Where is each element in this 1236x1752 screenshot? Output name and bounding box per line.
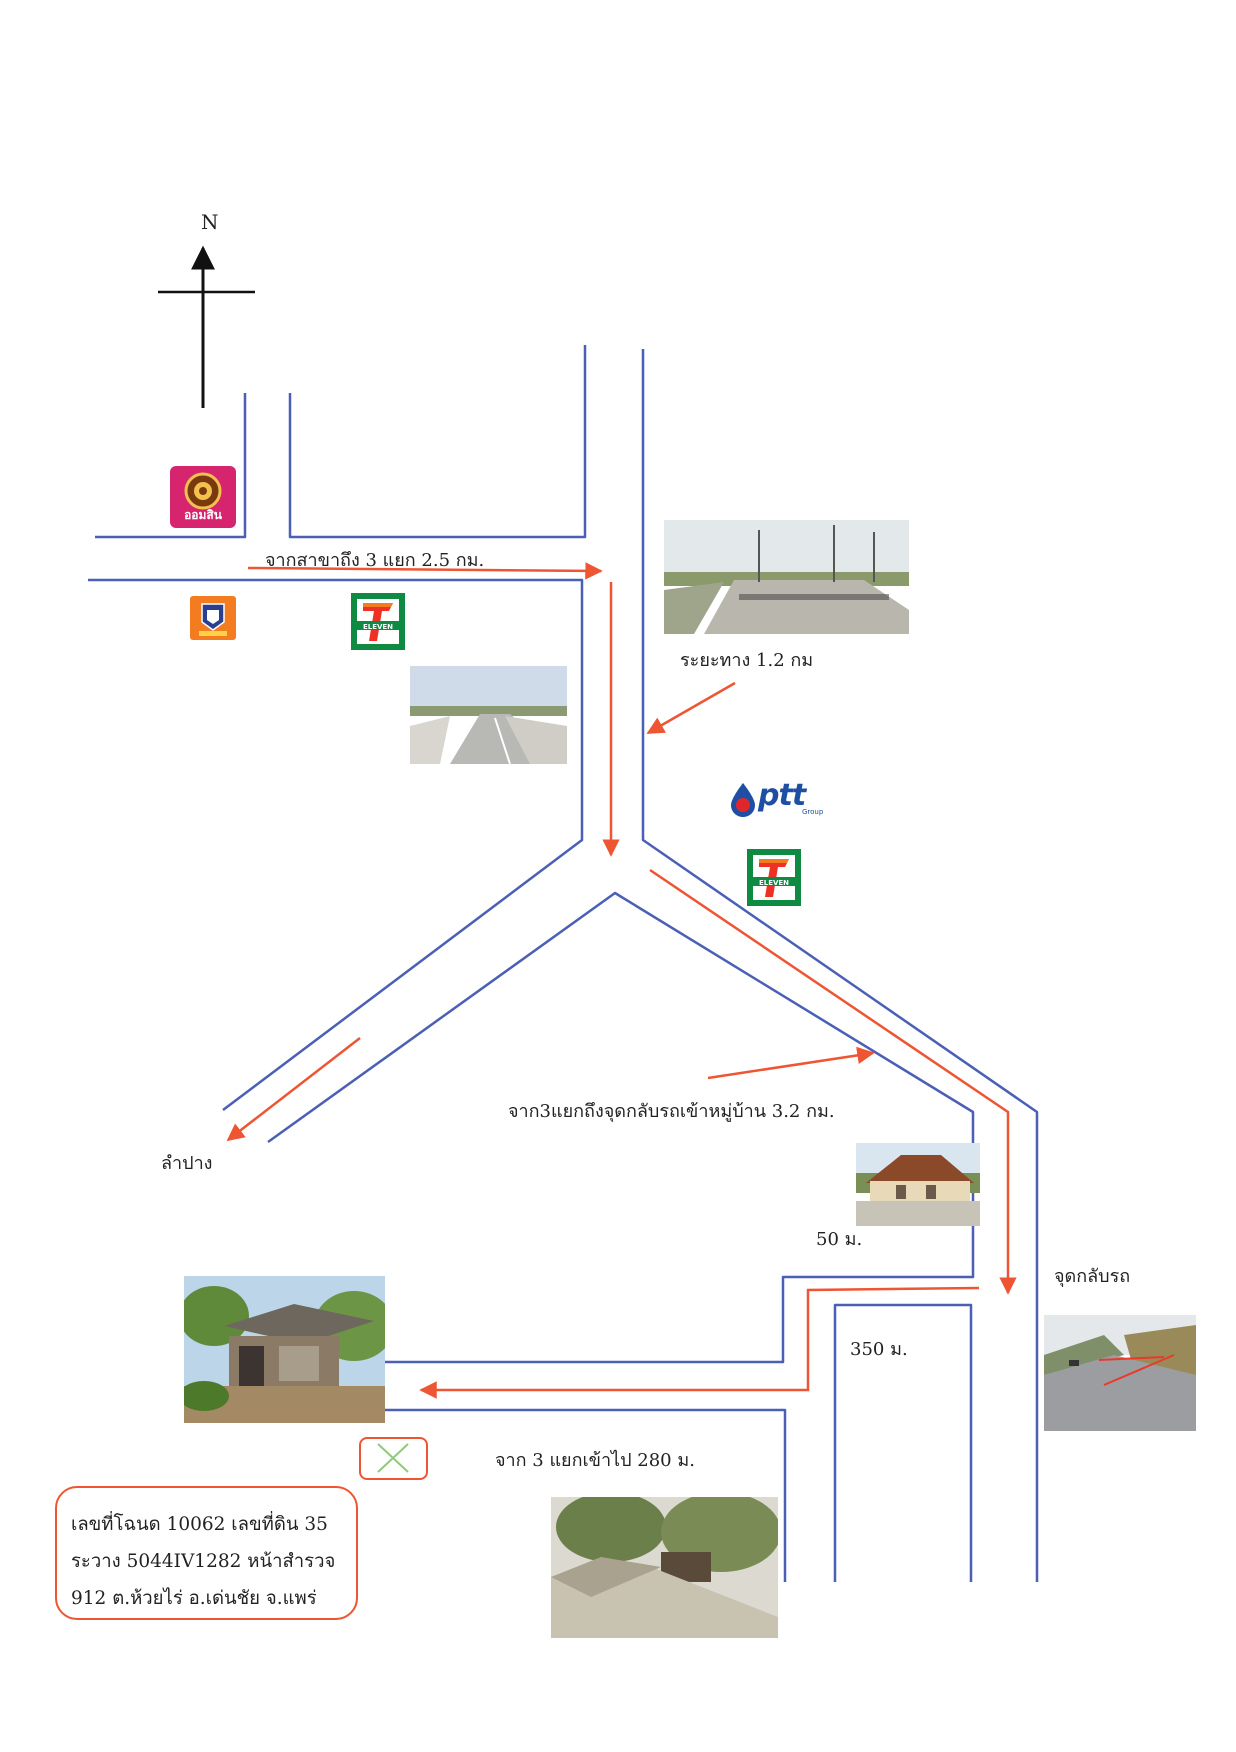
road-main-east (641, 349, 1039, 1582)
distance-label-1-2km: ระยะทาง 1.2 กม (680, 650, 814, 671)
ptt-drop-icon (731, 783, 755, 817)
place-label-lampang: ลำปาง (161, 1153, 213, 1174)
road-village-inner (833, 1303, 973, 1582)
route-label-branch-to-junction: จากสาขาถึง 3 แยก 2.5 กม. (265, 550, 485, 571)
photo-road-straight (410, 666, 567, 764)
info-line-deed: เลขที่โฉนด 10062 เลขที่ดิน 35 (71, 1514, 328, 1535)
seven-eleven-text: ELEVEN (362, 623, 394, 631)
route-arrows (226, 562, 1017, 1399)
shop-emblem-icon (199, 603, 227, 636)
photo-uturn-road (1044, 1315, 1196, 1431)
road-side-left-b (288, 345, 587, 539)
target-location-marker (359, 1437, 428, 1480)
ptt-logo: ptt Group (728, 778, 828, 820)
land-deed-info-box: เลขที่โฉนด 10062 เลขที่ดิน 35 ระวาง 5044… (55, 1486, 358, 1620)
road-village-lower (383, 1408, 787, 1582)
gsb-bank-logo: ออมสิน (170, 466, 236, 528)
roads (88, 345, 1039, 1582)
compass (158, 245, 255, 408)
ptt-logo-text: ptt (758, 778, 806, 813)
route-pointer-to-road (707, 1046, 875, 1080)
cross-icon (377, 1443, 409, 1473)
distance-pointer (646, 681, 736, 735)
route-label-junction-to-uturn: จาก3แยกถึงจุดกลับรถเข้าหมู่บ้าน 3.2 กม. (508, 1101, 835, 1122)
gsb-logo-text: ออมสิน (184, 508, 222, 522)
info-line-sheet: ระวาง 5044IV1282 หน้าสำรวจ (71, 1551, 336, 1572)
route-arrow-village (419, 1286, 980, 1399)
distance-label-50m: 50 ม. (816, 1229, 863, 1250)
photo-house-shed (184, 1276, 385, 1423)
photo-village-lane (551, 1497, 778, 1638)
distance-label-350m: 350 ม. (850, 1339, 908, 1360)
shop-logo-orange (190, 596, 236, 640)
seven-eleven-text: ELEVEN (758, 879, 790, 887)
place-label-uturn: จุดกลับรถ (1054, 1266, 1131, 1287)
ptt-logo-subtext: Group (802, 808, 824, 816)
road-fork-inner (267, 891, 975, 1364)
photo-village-building (856, 1143, 980, 1226)
seven-eleven-logo: ELEVEN (351, 593, 405, 650)
route-arrow-lampang (226, 1037, 361, 1142)
seven-eleven-icon (749, 851, 799, 904)
route-arrow-east (247, 562, 603, 580)
compass-north-label: N (201, 210, 219, 234)
road-side-left-a (95, 393, 247, 539)
info-line-location: 912 ต.ห้วยไร่ อ.เด่นชัย จ.แพร่ (71, 1588, 317, 1609)
gsb-emblem-icon (184, 472, 222, 510)
photo-highway-intersection (664, 520, 909, 634)
seven-eleven-logo: ELEVEN (747, 849, 801, 906)
route-arrow-southeast (649, 868, 1017, 1295)
road-main-west (88, 578, 584, 1111)
route-label-junction-280m: จาก 3 แยกเข้าไป 280 ม. (495, 1450, 695, 1471)
seven-eleven-icon (353, 595, 403, 648)
